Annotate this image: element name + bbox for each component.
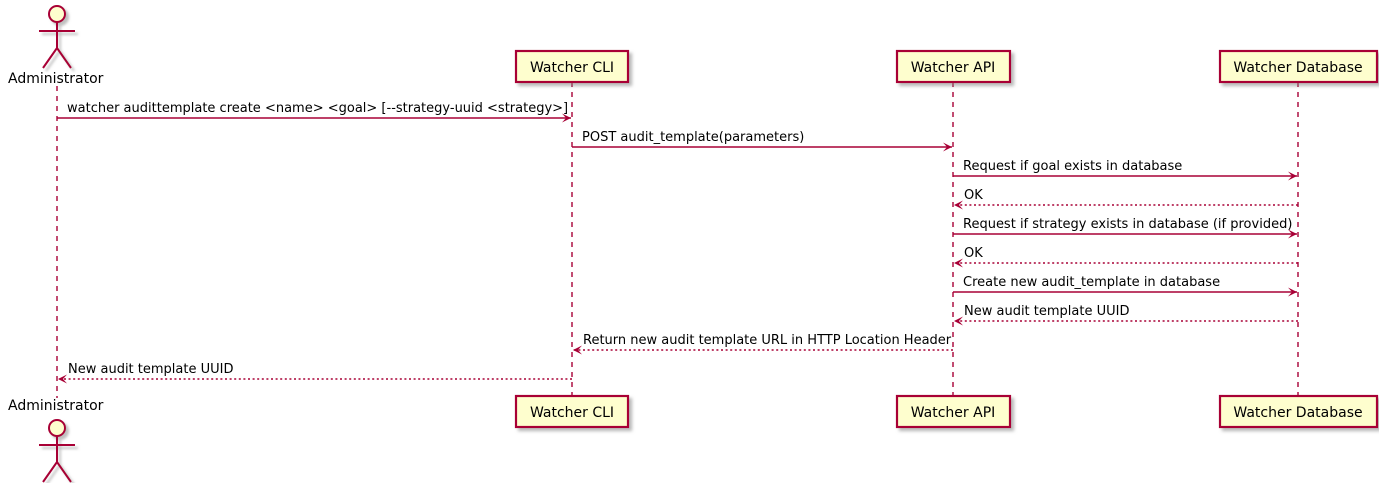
message-label-5: OK — [964, 246, 983, 261]
message-label-3: OK — [964, 188, 983, 203]
actor-administrator[interactable] — [39, 5, 75, 69]
actor-administrator[interactable] — [39, 419, 75, 483]
lifelines-group — [56, 82, 1299, 398]
actor-label-administrator: Administrator — [8, 398, 104, 414]
message-5[interactable]: OK — [954, 246, 1298, 268]
message-9[interactable]: New audit template UUID — [58, 362, 572, 384]
participant-watcher-cli[interactable]: Watcher CLI — [514, 394, 630, 429]
message-label-0: watcher audittemplate create <name> <goa… — [67, 101, 568, 116]
actor-label-administrator: Administrator — [8, 71, 104, 87]
message-4[interactable]: Request if strategy exists in database (… — [953, 217, 1297, 239]
message-2[interactable]: Request if goal exists in database — [953, 159, 1297, 181]
message-arrowhead-1 — [943, 142, 952, 152]
message-7[interactable]: New audit template UUID — [954, 304, 1298, 326]
participant-label-watcher-api: Watcher API — [911, 60, 996, 76]
message-arrowhead-6 — [1288, 287, 1297, 297]
message-0[interactable]: watcher audittemplate create <name> <goa… — [57, 101, 571, 123]
message-label-8: Return new audit template URL in HTTP Lo… — [583, 333, 952, 348]
message-label-9: New audit template UUID — [68, 362, 233, 377]
participant-label-watcher-database: Watcher Database — [1233, 405, 1362, 421]
message-label-6: Create new audit_template in database — [963, 275, 1220, 290]
message-6[interactable]: Create new audit_template in database — [953, 275, 1297, 297]
message-label-1: POST audit_template(parameters) — [582, 130, 804, 145]
message-arrowhead-7 — [954, 316, 963, 326]
participant-watcher-database[interactable]: Watcher Database — [1218, 394, 1379, 429]
message-label-2: Request if goal exists in database — [963, 159, 1182, 174]
message-arrowhead-0 — [562, 113, 571, 123]
message-arrowhead-4 — [1288, 229, 1297, 239]
message-arrowhead-8 — [573, 345, 582, 355]
participant-watcher-database[interactable]: Watcher Database — [1218, 49, 1379, 84]
participant-label-watcher-cli: Watcher CLI — [530, 405, 614, 421]
participant-label-watcher-database: Watcher Database — [1233, 60, 1362, 76]
message-3[interactable]: OK — [954, 188, 1298, 210]
message-8[interactable]: Return new audit template URL in HTTP Lo… — [573, 333, 953, 355]
message-arrowhead-5 — [954, 258, 963, 268]
message-arrowhead-3 — [954, 200, 963, 210]
participant-label-watcher-cli: Watcher CLI — [530, 60, 614, 76]
participant-watcher-api[interactable]: Watcher API — [895, 49, 1012, 84]
message-label-4: Request if strategy exists in database (… — [963, 217, 1292, 232]
message-arrowhead-9 — [58, 374, 67, 384]
participant-watcher-cli[interactable]: Watcher CLI — [514, 49, 630, 84]
message-label-7: New audit template UUID — [964, 304, 1129, 319]
participant-watcher-api[interactable]: Watcher API — [895, 394, 1012, 429]
messages-group: watcher audittemplate create <name> <goa… — [57, 101, 1298, 384]
message-arrowhead-2 — [1288, 171, 1297, 181]
message-1[interactable]: POST audit_template(parameters) — [572, 130, 952, 152]
participant-label-watcher-api: Watcher API — [911, 405, 996, 421]
